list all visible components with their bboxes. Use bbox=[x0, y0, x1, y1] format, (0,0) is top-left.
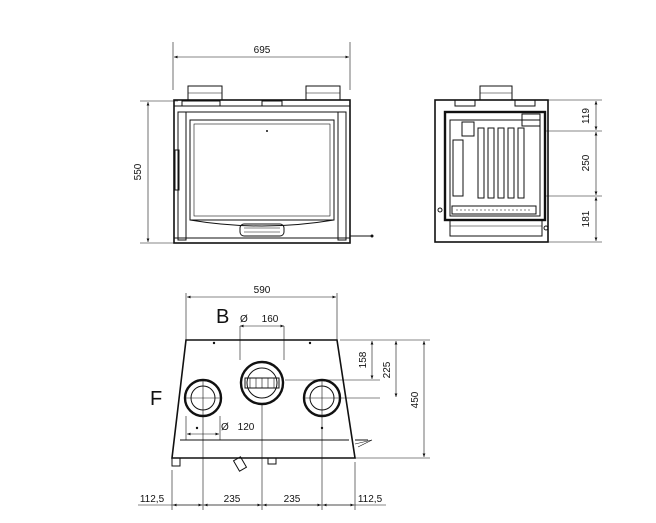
side-dim-middle: 250 bbox=[581, 154, 592, 171]
diameter-b-value: 160 bbox=[262, 314, 279, 325]
ash-drawer bbox=[449, 219, 543, 237]
collar-f-left bbox=[183, 378, 223, 418]
combustion-chamber bbox=[443, 110, 547, 222]
side-body bbox=[434, 99, 549, 243]
collar-f-right bbox=[302, 378, 342, 418]
label-f: F bbox=[150, 388, 162, 410]
bottom-dim-1: 112,5 bbox=[140, 494, 165, 505]
fireplace-body bbox=[173, 99, 351, 244]
side-dim-top: 119 bbox=[581, 108, 592, 124]
top-view: 590 B Ø 160 158 225 450 bbox=[138, 285, 430, 510]
collar-b bbox=[239, 360, 285, 406]
side-view: 119 250 181 bbox=[434, 85, 602, 243]
air-grill bbox=[239, 223, 285, 237]
dim-158: 158 bbox=[358, 351, 369, 368]
top-width-label: 590 bbox=[254, 285, 271, 296]
diameter-symbol-b: Ø bbox=[240, 314, 248, 325]
heat-exchanger-tubes bbox=[477, 127, 525, 199]
side-dim-bottom: 181 bbox=[581, 210, 592, 227]
label-b: B bbox=[216, 306, 229, 328]
bottom-dim-3: 235 bbox=[284, 494, 301, 505]
diameter-symbol-f: Ø bbox=[221, 422, 229, 433]
front-width-label: 695 bbox=[254, 45, 271, 56]
bottom-dim-2: 235 bbox=[224, 494, 241, 505]
front-view: 695 550 bbox=[133, 42, 374, 244]
dim-450: 450 bbox=[410, 391, 421, 408]
glass-panel bbox=[189, 119, 335, 221]
front-height-label: 550 bbox=[133, 163, 144, 180]
top-body bbox=[171, 339, 356, 459]
diameter-f-value: 120 bbox=[238, 422, 255, 433]
dim-225: 225 bbox=[382, 361, 393, 378]
bottom-dim-4: 112,5 bbox=[358, 494, 383, 505]
